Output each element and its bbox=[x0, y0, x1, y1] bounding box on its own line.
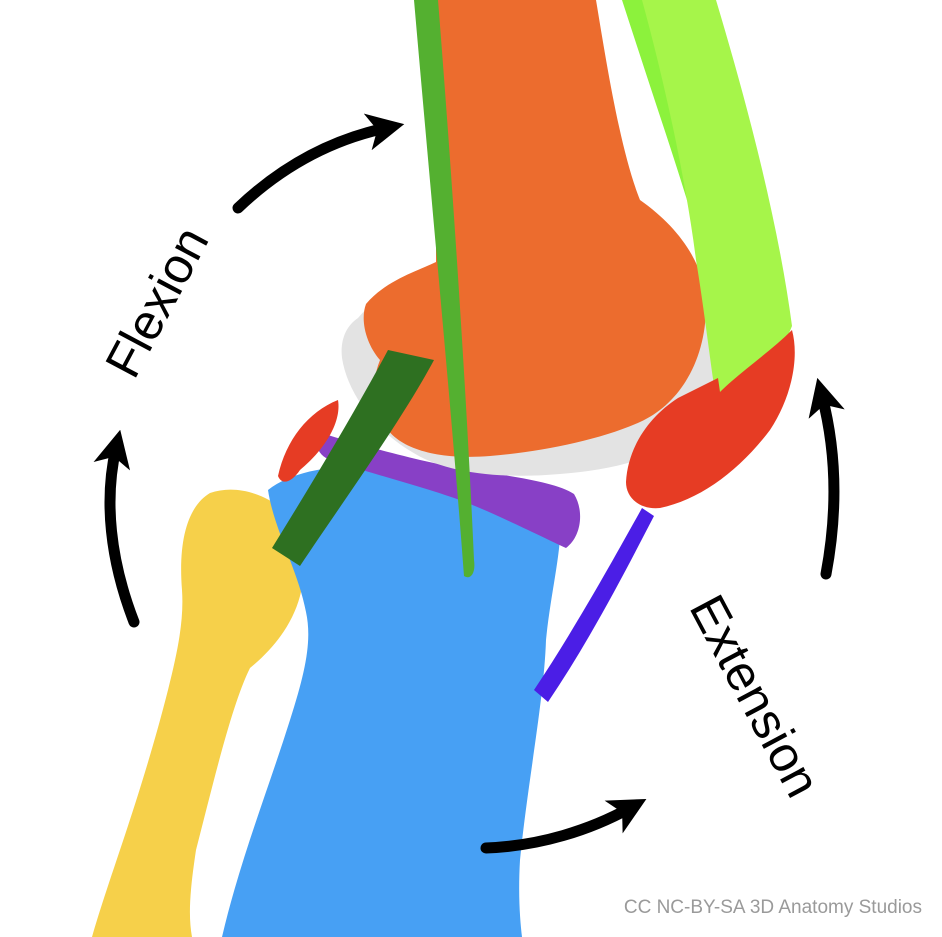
credit-text: CC NC-BY-SA 3D Anatomy Studios bbox=[624, 897, 922, 918]
patella-bone bbox=[626, 330, 795, 509]
extension-arrow-lower bbox=[480, 798, 647, 854]
cruciate-ligament bbox=[272, 350, 434, 566]
extension-arrow-upper bbox=[808, 377, 845, 580]
quadriceps-muscle bbox=[642, 0, 792, 422]
tibia-bone bbox=[222, 466, 561, 937]
tendon-strap bbox=[414, 0, 475, 578]
posterior-capsule-tissue bbox=[278, 400, 339, 482]
flexion-arrow-lower bbox=[93, 429, 140, 628]
patellar-ligament bbox=[534, 508, 654, 702]
extension-label: Extension bbox=[679, 586, 832, 806]
meniscus bbox=[316, 432, 581, 548]
flexion-label: Flexion bbox=[94, 218, 219, 387]
flexion-arrow-upper bbox=[232, 113, 405, 214]
fibula-bone bbox=[92, 489, 304, 937]
